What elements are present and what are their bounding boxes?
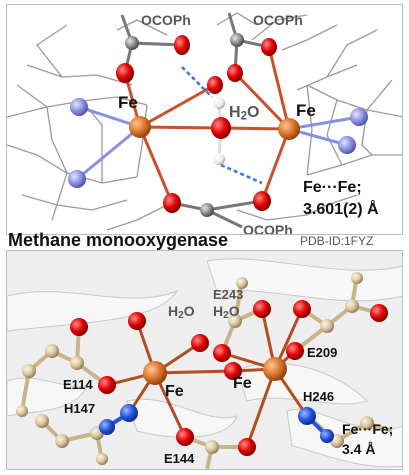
residue-nitrogen-atoms bbox=[99, 404, 334, 443]
hydrogen-bonds bbox=[181, 66, 263, 185]
oxygen-atom bbox=[227, 64, 243, 82]
oxygen-atom bbox=[98, 376, 116, 394]
residue-label-e144: E144 bbox=[164, 451, 195, 466]
oxygen-atom bbox=[261, 38, 277, 56]
oxygen-atoms bbox=[70, 300, 388, 456]
nitrogen-atoms bbox=[68, 98, 368, 188]
carbon-atom bbox=[200, 203, 214, 217]
carbon-atom bbox=[236, 277, 248, 289]
nitrogen-atom bbox=[298, 407, 316, 425]
oxygen-atom bbox=[224, 362, 242, 380]
iron-label-right: Fe bbox=[233, 375, 252, 392]
iron-atom-right bbox=[278, 118, 300, 140]
oxygen-atom bbox=[293, 300, 311, 318]
fe-fe-distance-label: Fe···Fe; bbox=[303, 179, 362, 196]
iron-atom-left bbox=[129, 116, 151, 138]
nitrogen-atom bbox=[99, 419, 115, 435]
residue-label-e114: E114 bbox=[63, 377, 93, 392]
ligand-wireframe bbox=[7, 12, 402, 231]
oxygen-atom bbox=[176, 428, 194, 446]
iron-atoms bbox=[143, 357, 287, 385]
nitrogen-atom bbox=[350, 108, 368, 126]
oxygen-atom bbox=[253, 191, 271, 211]
oxygen-atom bbox=[370, 304, 388, 322]
carbon-atom bbox=[228, 314, 242, 328]
iron-label-left: Fe bbox=[165, 383, 184, 400]
carbon-atom bbox=[96, 453, 108, 465]
carbon-atom bbox=[345, 299, 359, 313]
carbon-atom bbox=[351, 272, 363, 284]
residue-carbon-atoms bbox=[16, 272, 374, 465]
iron-atom-left bbox=[143, 361, 167, 385]
nitrogen-atom bbox=[120, 404, 138, 422]
water-oxygen-atom bbox=[211, 117, 231, 139]
iron-atoms bbox=[129, 116, 300, 140]
hydrogen-atom bbox=[213, 153, 225, 165]
fe-fe-distance-value: 3.601(2) Å bbox=[303, 201, 379, 218]
carbon-atom bbox=[45, 344, 59, 358]
carbon-atom bbox=[230, 33, 244, 47]
oxygen-atom bbox=[253, 300, 271, 318]
oxygen-atom bbox=[238, 438, 256, 456]
water-oxygen-atom bbox=[191, 334, 209, 352]
enzyme-active-site-drawing bbox=[7, 258, 402, 469]
fe-fe-distance-value: 3.4 Å bbox=[342, 441, 376, 457]
water-label: H2O bbox=[229, 104, 260, 123]
residue-label-e209: E209 bbox=[307, 345, 338, 360]
ocoph-label: OCOPh bbox=[253, 12, 303, 28]
iron-oxygen-bonds bbox=[123, 46, 291, 204]
ocoph-label: OCOPh bbox=[141, 12, 191, 28]
nitrogen-atom bbox=[338, 136, 356, 154]
fe-fe-distance-label: Fe···Fe; bbox=[342, 421, 394, 437]
nitrogen-atom bbox=[320, 429, 334, 443]
iron-label-left: Fe bbox=[118, 93, 138, 112]
oxygen-atom bbox=[174, 35, 190, 55]
carbon-atom bbox=[205, 440, 219, 454]
oxygen-atom bbox=[207, 76, 223, 94]
carbon-atom bbox=[320, 319, 334, 333]
crystal-structure-panel: OCOPh OCOPh OCOPh Fe Fe H2O Fe···Fe; 3.6… bbox=[6, 4, 403, 235]
nitrogen-atom bbox=[68, 170, 86, 188]
water-oxygen-atom bbox=[128, 312, 146, 330]
residue-label-h246: H246 bbox=[303, 389, 335, 404]
pdb-id-label: PDB-ID:1FYZ bbox=[300, 234, 374, 248]
oxygen-atom bbox=[116, 63, 134, 83]
carbon-atom bbox=[360, 416, 374, 430]
oxygen-atom bbox=[163, 193, 181, 213]
panel-title: Methane monooxygenase bbox=[8, 230, 229, 250]
enzyme-active-site-panel: H2O H2O E243 E209 E114 Fe Fe H147 H246 E… bbox=[6, 250, 403, 470]
hydrogen-atoms bbox=[213, 97, 225, 165]
water-label: H2O bbox=[168, 303, 195, 322]
carbon-atoms bbox=[125, 33, 244, 217]
carbon-atom bbox=[22, 364, 36, 378]
residue-label-h147: H147 bbox=[64, 401, 96, 416]
crystal-structure-drawing bbox=[7, 12, 402, 231]
ocoph-label: OCOPh bbox=[243, 222, 293, 235]
residue-label-e243: E243 bbox=[213, 287, 244, 302]
carbon-atom bbox=[16, 405, 28, 417]
carbon-atom bbox=[35, 414, 49, 428]
nitrogen-atom bbox=[70, 98, 88, 116]
carbon-atom bbox=[70, 356, 84, 370]
water-label: H2O bbox=[213, 303, 240, 322]
carbon-atom bbox=[55, 434, 69, 448]
oxygen-atom bbox=[286, 342, 304, 360]
iron-atom-right bbox=[263, 357, 287, 381]
carbon-atom bbox=[125, 36, 139, 50]
hydrogen-atom bbox=[213, 97, 225, 109]
oxygen-atoms bbox=[116, 35, 277, 213]
oxygen-atom bbox=[70, 318, 88, 336]
iron-label-right: Fe bbox=[296, 101, 316, 120]
oxygen-atom bbox=[213, 344, 231, 362]
